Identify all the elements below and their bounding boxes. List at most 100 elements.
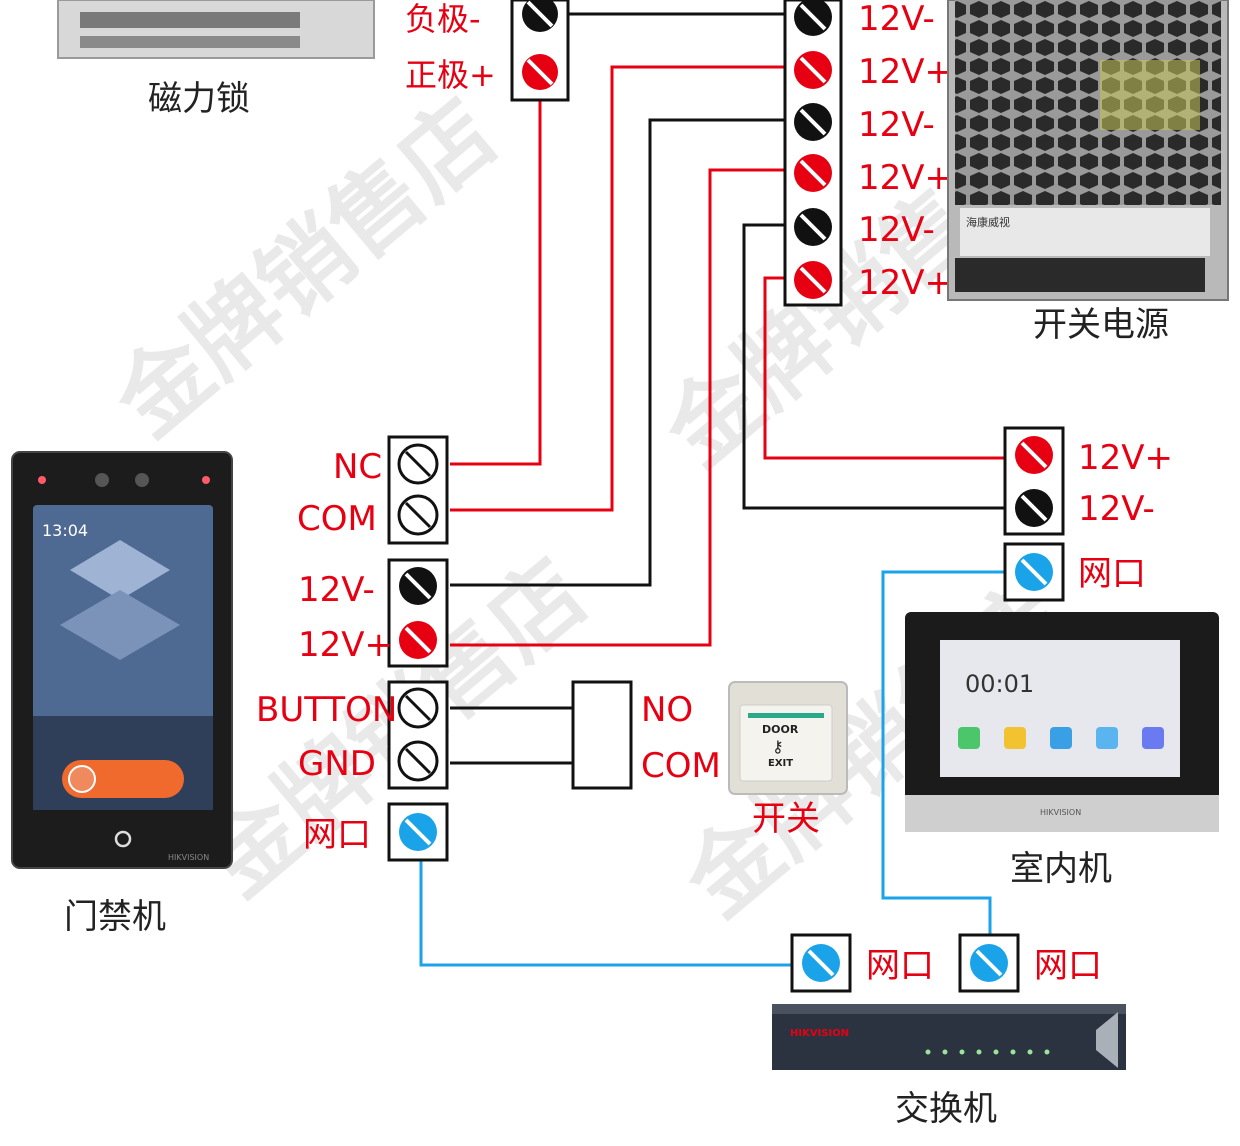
message-app-icon[interactable] xyxy=(1004,727,1026,749)
maglock-title: 磁力锁 xyxy=(148,79,250,119)
switch-led-icon xyxy=(1044,1049,1050,1055)
label-12v-neg: 12V- xyxy=(298,570,375,610)
switch-led-icon xyxy=(942,1049,948,1055)
psu-screw-4-slot xyxy=(799,159,827,187)
indoor-unit-brand: HIKVISION xyxy=(1040,808,1081,817)
door-terminal-time: 13:04 xyxy=(42,521,88,540)
screen-graphic xyxy=(70,540,170,600)
psu-screw-3-slot xyxy=(799,108,827,136)
label-psu-1: 12V- xyxy=(858,0,935,39)
network-switch: HIKVISION 交换机 xyxy=(772,1004,1126,1129)
screw-nc-slot xyxy=(404,450,432,478)
screw-button-slot xyxy=(404,694,432,722)
label-com: COM xyxy=(297,499,377,539)
psu-brand: 海康威视 xyxy=(966,215,1010,229)
switch-led-icon xyxy=(1010,1049,1016,1055)
switch-ports: 网口 网口 xyxy=(790,933,1102,993)
screw-nc xyxy=(397,443,439,485)
switch-led-icon xyxy=(925,1049,931,1055)
maglock-slot xyxy=(80,12,300,28)
label-indoor-12v-neg: 12V- xyxy=(1078,489,1155,529)
call-button[interactable] xyxy=(62,760,184,798)
screw-sw-port-1-slot xyxy=(807,949,835,977)
wire-net-terminal xyxy=(419,860,792,967)
psu-terminal-frame xyxy=(783,0,843,307)
screw-button xyxy=(397,687,439,729)
camera-icon xyxy=(95,473,109,487)
wire-psu-com xyxy=(450,65,785,512)
gear-app-icon[interactable] xyxy=(1142,727,1164,749)
psu-screw-5 xyxy=(794,208,832,246)
fingerprint-ring-icon xyxy=(114,830,132,848)
label-psu-5: 12V- xyxy=(858,210,935,250)
screw-12v-neg-slot xyxy=(404,572,432,600)
switch-led-icon xyxy=(976,1049,982,1055)
label-net: 网口 xyxy=(303,815,371,855)
label-maglock-pos: 正极+ xyxy=(405,56,496,94)
screw-indoor-12v-neg xyxy=(1015,489,1053,527)
psu: 海康威视 开关电源 xyxy=(947,0,1229,345)
psu-terminal-strip xyxy=(955,258,1205,292)
indoor-unit: 00:01 HIKVISION 室内机 xyxy=(905,612,1219,889)
screw-gnd-slot xyxy=(404,747,432,775)
label-indoor-12v-pos: 12V+ xyxy=(1078,438,1173,478)
screw-net xyxy=(399,813,437,851)
label-nc: NC xyxy=(333,447,382,487)
label-switch-com: COM xyxy=(641,746,721,786)
maglock: 磁力锁 xyxy=(57,0,375,119)
psu-screw-6-slot xyxy=(799,266,827,294)
wire-psu-term-pos xyxy=(450,168,785,647)
screw-net-slot xyxy=(404,818,432,846)
screw-12v-neg xyxy=(399,567,437,605)
psu-screw-2 xyxy=(794,51,832,89)
key-icon: ⚷ xyxy=(772,737,784,756)
psu-screw-3 xyxy=(794,103,832,141)
indoor-unit-title: 室内机 xyxy=(1010,849,1112,889)
wire-psu-indoor-pos xyxy=(763,276,1005,460)
screw-indoor-net xyxy=(1015,553,1053,591)
exit-switch-button[interactable] xyxy=(739,704,833,782)
door-terminal-title: 门禁机 xyxy=(64,897,166,937)
psu-screw-2-slot xyxy=(799,56,827,84)
screw-indoor-net-slot xyxy=(1020,558,1048,586)
settings-app-icon[interactable] xyxy=(1050,727,1072,749)
indoor-unit-screen xyxy=(940,640,1180,777)
indoor-terminal-blocks: 12V+ 12V- 网口 xyxy=(1003,426,1173,602)
label-sw-port-2: 网口 xyxy=(1034,946,1102,986)
psu-screw-1 xyxy=(794,0,832,36)
switch-led-icon xyxy=(1027,1049,1033,1055)
label-indoor-net: 网口 xyxy=(1078,554,1146,594)
screw-sw-port-2 xyxy=(970,944,1008,982)
label-button: BUTTON xyxy=(256,690,397,730)
camera-icon xyxy=(135,473,149,487)
exit-switch-terminal: NO COM xyxy=(571,680,721,790)
screw-com-slot xyxy=(404,501,432,529)
label-sw-port-1: 网口 xyxy=(866,946,934,986)
screw-slot xyxy=(526,0,554,28)
label-psu-3: 12V- xyxy=(858,105,935,145)
screen-graphic xyxy=(60,590,180,660)
wire-net-indoor xyxy=(881,570,1005,935)
psu-title: 开关电源 xyxy=(1033,305,1169,345)
switch-brand: HIKVISION xyxy=(790,1028,849,1039)
switch-led-icon xyxy=(993,1049,999,1055)
switch-body xyxy=(772,1010,1126,1070)
alarm-app-icon[interactable] xyxy=(1096,727,1118,749)
door-terminal: 13:04 HIKVISION 门禁机 xyxy=(11,451,233,937)
wire-psu-indoor-neg xyxy=(742,223,1005,510)
label-no: NO xyxy=(641,690,693,730)
screw-gnd xyxy=(397,740,439,782)
close-icon xyxy=(68,765,96,793)
phone-app-icon[interactable] xyxy=(958,727,980,749)
psu-screw-5-slot xyxy=(799,213,827,241)
screw-com xyxy=(397,494,439,536)
switch-top xyxy=(772,1004,1126,1014)
screw-sw-port-2-slot xyxy=(975,949,1003,977)
label-gnd: GND xyxy=(298,744,376,784)
psu-component xyxy=(1100,60,1200,130)
maglock-body xyxy=(57,0,375,59)
label-maglock-neg: 负极- xyxy=(405,0,481,38)
indoor-unit-time: 00:01 xyxy=(965,670,1034,698)
psu-screw-1-slot xyxy=(799,3,827,31)
